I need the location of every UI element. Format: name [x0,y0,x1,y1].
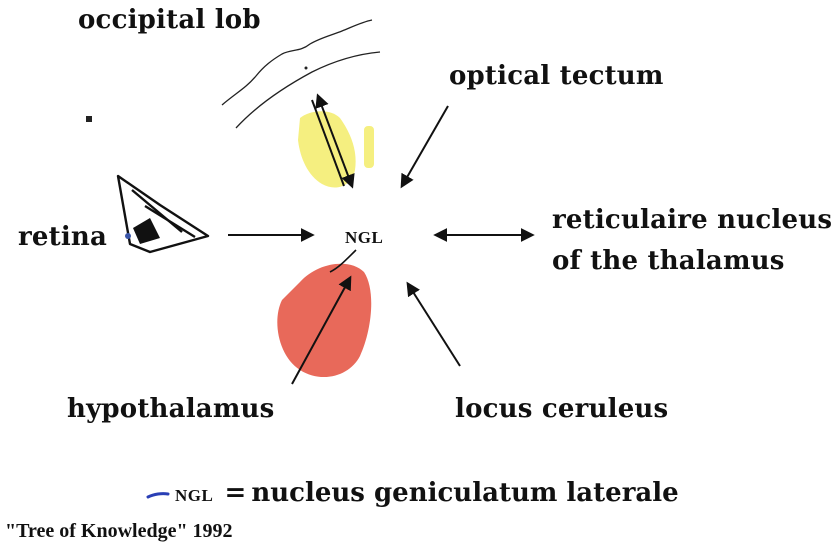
legend-equals: = [224,478,246,508]
hypothalamus-label: hypothalamus [67,396,274,422]
arrow-optical-ngl [402,106,448,186]
retina-label: retina [18,224,107,250]
tectum-label: optical tectum [449,63,664,89]
retina-point [125,233,131,239]
legend-abbr: NGL [175,486,213,505]
cortex-dot [305,67,308,70]
cortex-outline [222,20,380,128]
eye-sketch [118,176,208,252]
reticular-label-line1: reticulaire nucleus [552,207,831,233]
source-caption: "Tree of Knowledge" 1992 [5,521,233,541]
stray-mark [86,116,92,122]
arrow-locus-ngl [408,284,460,366]
occipital-label: occipital lob [78,7,261,33]
tectum-highlight [298,111,374,187]
eye-lens [133,218,160,244]
hypothalamus-blob [277,264,371,377]
legend-mark [148,494,168,497]
legend-definition: nucleus geniculatum laterale [251,478,678,508]
locus-label: locus ceruleus [455,396,668,422]
legend: NGL = nucleus geniculatum laterale [175,480,679,506]
reticular-label-line2: of the thalamus [552,248,785,274]
ngl-label: NGL [345,229,383,246]
